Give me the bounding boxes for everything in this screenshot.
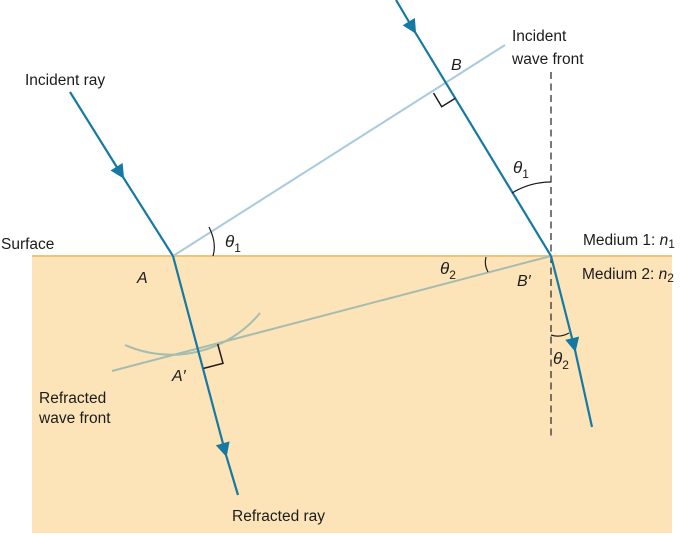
point-a-label: A bbox=[136, 270, 148, 287]
refracted-ray-2 bbox=[549, 255, 594, 428]
refracted-ray-1 bbox=[171, 255, 240, 496]
incident-ray-label: Incident ray bbox=[25, 72, 105, 89]
theta2-label-at-normal: θ2 bbox=[553, 349, 569, 372]
refracted-wavefront-line bbox=[111, 255, 552, 372]
theta1-arc-at-a bbox=[208, 226, 215, 257]
surface-label: Surface bbox=[1, 236, 54, 253]
theta1-arc-at-normal bbox=[511, 181, 552, 194]
refracted-wavefront-label-line1: Refracted bbox=[39, 390, 106, 407]
theta2-label-at-b-prime: θ2 bbox=[440, 259, 456, 282]
point-a-prime-label: A′ bbox=[171, 368, 187, 385]
right-angle-marker-b bbox=[432, 92, 456, 108]
incident-ray-1 bbox=[69, 91, 174, 257]
medium2-label: Medium 2: n2 bbox=[582, 266, 674, 285]
medium2-region bbox=[32, 256, 672, 533]
theta1-label-at-a: θ1 bbox=[225, 232, 241, 255]
refracted-wavefront-label-line2: wave front bbox=[38, 410, 111, 427]
incident-wavefront-line bbox=[172, 44, 506, 257]
theta1-label-at-normal: θ1 bbox=[513, 158, 529, 181]
incident-wavefront-label-line1: Incident bbox=[512, 28, 567, 45]
incident-ray-2 bbox=[395, 0, 552, 257]
point-b-prime-label: B′ bbox=[517, 273, 532, 290]
point-b-label: B bbox=[451, 57, 462, 74]
refracted-ray-label: Refracted ray bbox=[232, 508, 325, 525]
medium1-label: Medium 1: n1 bbox=[583, 232, 675, 251]
right-angle-marker-a-prime bbox=[203, 343, 224, 370]
theta2-arc-at-b-prime bbox=[484, 256, 489, 273]
theta2-arc-at-normal bbox=[550, 332, 570, 337]
incident-wavefront-label-line2: wave front bbox=[511, 51, 584, 68]
